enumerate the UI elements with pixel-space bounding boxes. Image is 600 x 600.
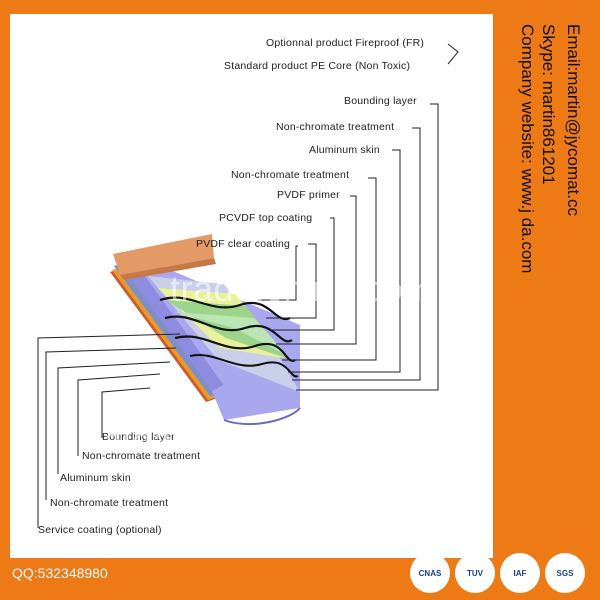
upper-leader-lines: [258, 43, 459, 391]
watermark-trade-china: trade.china.com: [170, 268, 434, 309]
diagram-panel: [10, 14, 493, 558]
cnas-logo: CNAS: [410, 553, 450, 593]
layer-wave-line: [159, 296, 291, 321]
iaf-logo: IAF: [500, 553, 540, 593]
label-pvdf-top-coating: PCVDF top coating: [219, 212, 313, 224]
watermark-haidatech: haidatech.com: [82, 420, 323, 461]
lower-leader-lines: [37, 333, 181, 528]
label-bounding-layer: Bounding layer: [344, 95, 417, 107]
label-non-chromate-treatment: Non-chromate treatment: [276, 121, 395, 133]
label-non-chromate-lower-2: Non-chromate treatment: [50, 497, 169, 509]
fr-core-block: [113, 234, 214, 275]
label-fireproof-core: Optionnal product Fireproof (FR): [266, 37, 425, 49]
tuv-logo: TUV: [455, 553, 495, 593]
layer-wave-line: [174, 335, 296, 362]
label-non-chromate-lower: Non-chromate treatment: [82, 450, 201, 462]
label-aluminum-skin: Aluminum skin: [309, 144, 380, 156]
label-pvdf-clear-coating: PVDF clear coating: [196, 238, 291, 250]
core-side-face: [116, 252, 224, 391]
sgs-logo: SGS: [545, 553, 585, 593]
fr-core-edge: [120, 258, 216, 280]
top-clear-layer: [174, 312, 288, 356]
label-bounding-layer-lower: Bounding layer: [102, 431, 175, 443]
layer-wave-line: [189, 353, 299, 378]
layer-wave-line: [164, 315, 293, 343]
contact-skype: Skype: martin861201: [539, 24, 558, 185]
label-aluminum-skin-lower: Aluminum skin: [60, 472, 131, 484]
label-pe-core: Standard product PE Core (Non Toxic): [224, 60, 411, 72]
label-service-coating: Service coating (optional): [38, 524, 162, 536]
contact-website: Company website: www.j da.com: [518, 24, 537, 274]
label-pvdf-primer: PVDF primer: [277, 189, 340, 201]
front-curve: [223, 407, 301, 426]
contact-email: Email:martin@jycomat.cc: [564, 24, 583, 217]
qq-contact: QQ:532348980: [12, 565, 108, 581]
label-non-chromate-treatment-2: Non-chromate treatment: [231, 169, 350, 181]
